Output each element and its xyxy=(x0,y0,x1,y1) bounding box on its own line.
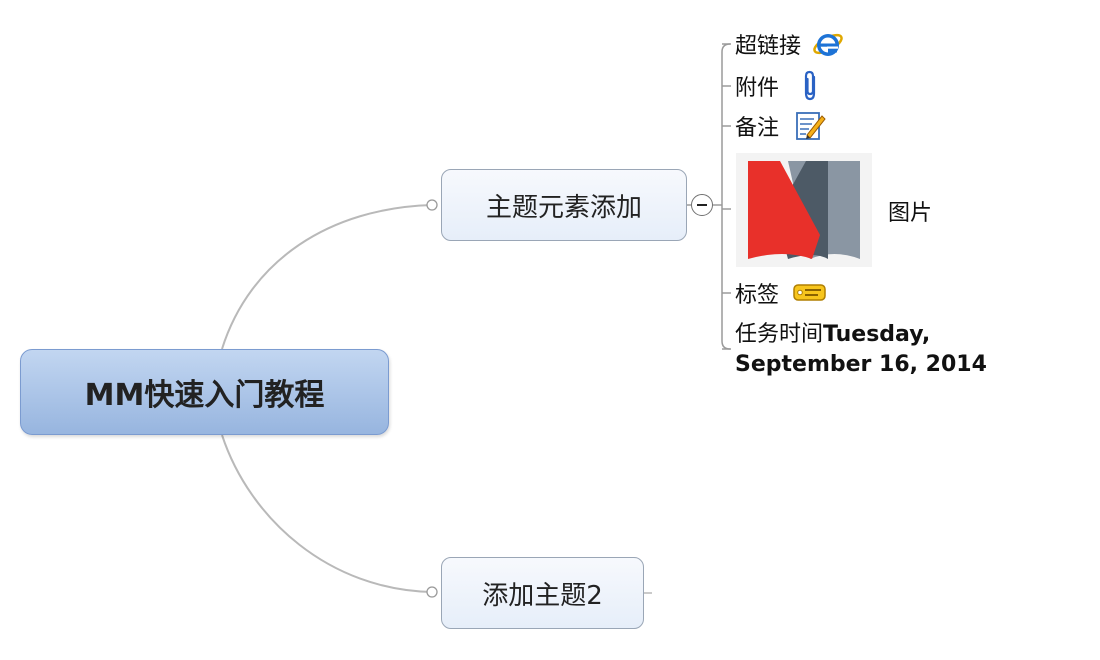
note-pencil-icon[interactable] xyxy=(795,110,827,142)
subtopic-label: 附件 xyxy=(735,76,780,101)
paperclip-icon[interactable] xyxy=(801,69,821,103)
connector-central-topic2 xyxy=(221,434,433,593)
minus-icon xyxy=(697,204,707,206)
central-topic-label: MM快速入门教程 xyxy=(84,378,325,413)
subtopic-image-label[interactable]: 图片 xyxy=(888,193,932,229)
tag-icon[interactable] xyxy=(793,283,827,303)
internet-explorer-icon[interactable] xyxy=(811,28,845,60)
subtopic-label: 图片 xyxy=(888,201,933,226)
main-topic-add-topic2[interactable]: 添加主题2 xyxy=(441,557,644,629)
subtopic-label: 超链接 xyxy=(735,34,802,59)
subtopic-bracket xyxy=(721,43,731,350)
connector-anchor-topic1 xyxy=(426,199,438,211)
subtopic-hyperlink[interactable]: 超链接 xyxy=(735,26,845,62)
subtopic-task-time[interactable]: 任务时间Tuesday, September 16, 2014 xyxy=(735,320,1055,380)
subtopic-tag[interactable]: 标签 xyxy=(735,275,827,311)
mindmanager-logo-image[interactable] xyxy=(736,153,872,267)
subtopic-label: 标签 xyxy=(735,283,780,308)
central-topic[interactable]: MM快速入门教程 xyxy=(20,349,389,435)
subtopic-label: 备注 xyxy=(735,116,780,141)
subtopic-attachment[interactable]: 附件 xyxy=(735,68,821,104)
main-topic-label: 主题元素添加 xyxy=(485,192,642,223)
mindmanager-logo xyxy=(736,153,872,267)
subtopic-note[interactable]: 备注 xyxy=(735,108,827,144)
main-topic-element-add[interactable]: 主题元素添加 xyxy=(441,169,687,241)
collapse-toggle-button[interactable] xyxy=(691,194,713,216)
subtopic-label: 任务时间 xyxy=(735,322,824,347)
task-date-value: Tuesday, September 16, 2014 xyxy=(735,322,987,377)
main-topic-label: 添加主题2 xyxy=(482,580,603,611)
connector-central-topic1 xyxy=(221,204,433,350)
connector-anchor-topic2 xyxy=(426,586,438,598)
